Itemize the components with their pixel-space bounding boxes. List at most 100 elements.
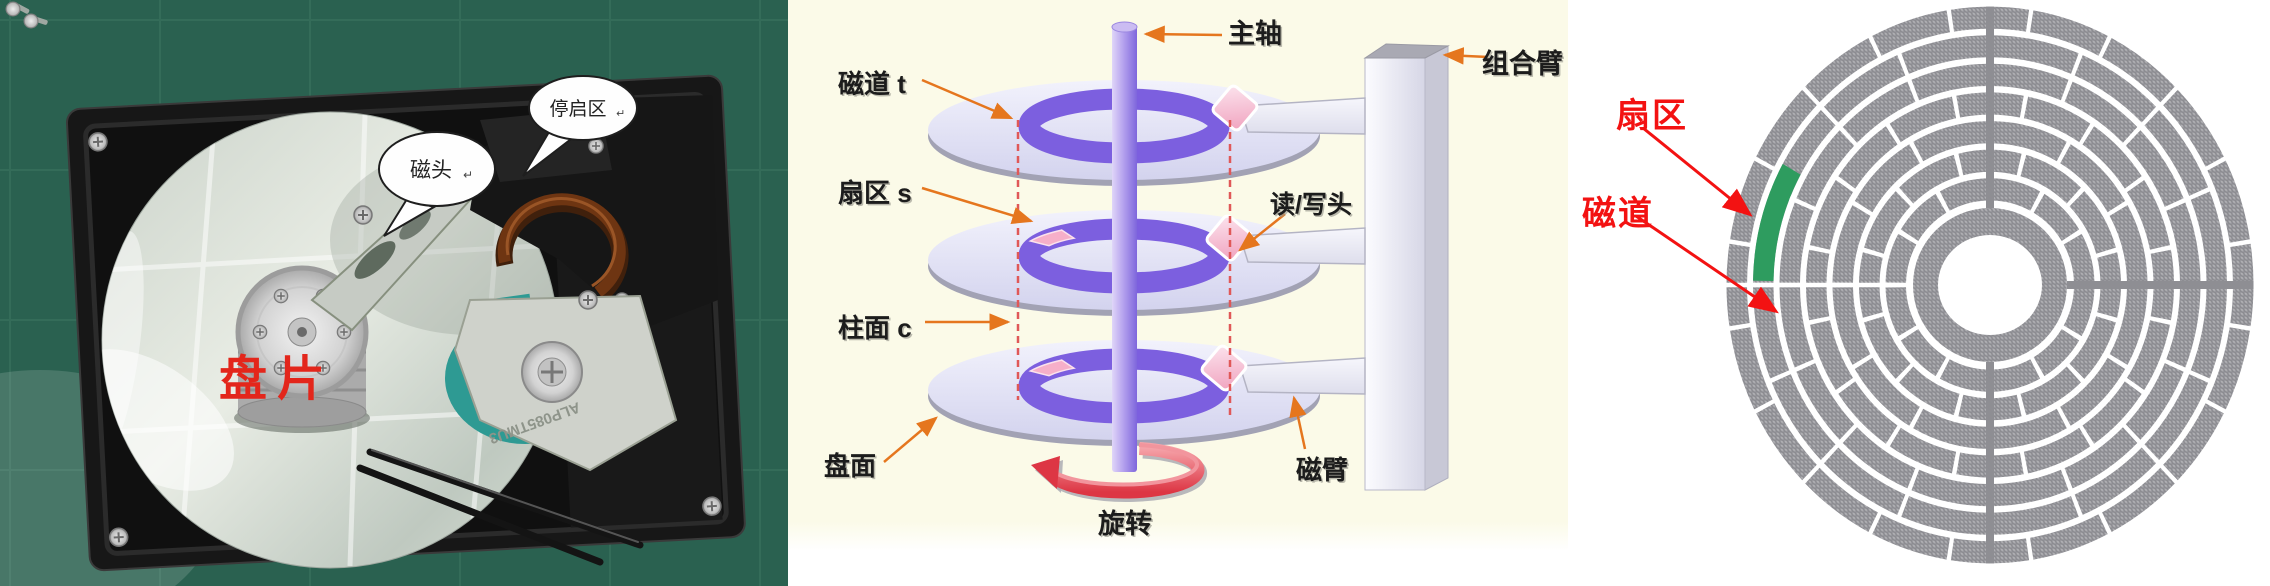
track-segment <box>2060 357 2126 426</box>
track-segment <box>1842 427 1916 489</box>
track-segment <box>1899 366 1960 416</box>
track-segment <box>1889 96 1957 143</box>
track-segment <box>1771 374 1836 460</box>
track-segment <box>1913 121 1988 162</box>
track-segment <box>1838 126 1898 189</box>
arm-slab-bottom <box>1239 357 1366 395</box>
bubble-head: 磁头 ↵ <box>378 131 496 237</box>
track-segment <box>2127 180 2170 250</box>
actuator-column <box>1363 43 1450 491</box>
track-segment <box>1864 316 1911 379</box>
hdd-photo-illustration: ALP085TMU3 <box>0 0 788 586</box>
track-segment <box>1911 469 1988 507</box>
track-segment <box>2163 89 2224 167</box>
callout-arrows <box>883 25 1489 463</box>
sector-wedge-middle <box>1028 229 1076 247</box>
track-segment <box>2074 447 2156 515</box>
disk-schematic <box>1635 6 2254 564</box>
bubble-park-zone: 停启区 ↵ <box>522 75 638 177</box>
track-segment <box>1854 144 1920 213</box>
bubble-park-zone-label: 停启区 <box>549 98 606 120</box>
track-segment <box>1832 205 1871 283</box>
track-segment <box>1913 408 1988 449</box>
bubble-head-label: 磁头 <box>410 159 452 182</box>
track-segment <box>2020 154 2081 204</box>
track-segment <box>2163 403 2224 481</box>
track-segment <box>2064 81 2138 143</box>
track-segment <box>1992 469 2069 507</box>
track-segment <box>1779 287 1814 368</box>
red-callout-arrows <box>1635 126 1779 314</box>
track-segment <box>2063 287 2095 337</box>
track-segment <box>2023 427 2091 474</box>
track-segment <box>2102 38 2175 103</box>
track-segment <box>2125 130 2184 207</box>
track-segment <box>2033 329 2080 377</box>
track-segment <box>2060 144 2126 213</box>
track-segment <box>1899 154 1960 204</box>
track-segment <box>1810 180 1853 250</box>
track-segment <box>1900 193 1947 241</box>
track-segment <box>1939 359 1988 392</box>
track-segment <box>1939 178 1988 211</box>
track-segment <box>1900 329 1947 377</box>
track-segment <box>1832 287 1871 365</box>
cylinder-dashed-lines <box>1016 120 1232 416</box>
track-segment <box>1992 63 2069 101</box>
sector-wedge-bottom <box>1028 359 1076 377</box>
track-segment <box>1838 381 1898 444</box>
track-segment <box>1885 233 1917 283</box>
track-segment <box>1889 427 1957 474</box>
track-segment <box>1796 363 1855 440</box>
sector-arrow <box>921 186 1034 224</box>
track-segment <box>2069 191 2116 254</box>
track-segment <box>2082 126 2142 189</box>
track-segment <box>2023 96 2091 143</box>
label-track-red: 磁道 <box>1582 195 1654 233</box>
track-segment <box>1911 63 1988 101</box>
arm-arrow <box>1289 395 1307 450</box>
track-segment <box>1810 320 1853 390</box>
platter-top <box>928 80 1366 186</box>
track-arrow-red <box>1635 214 1779 314</box>
track-segment <box>2166 202 2201 283</box>
track-segment <box>2144 374 2209 460</box>
spindle-arrow <box>1143 25 1223 43</box>
spindle-rod <box>1111 21 1138 472</box>
track-segment <box>2166 287 2201 368</box>
platter-bottom <box>928 340 1366 446</box>
track-segment <box>2030 10 2108 56</box>
track-segment <box>1796 130 1855 207</box>
prongs <box>356 448 644 566</box>
label-sector-red: 扇区 <box>1616 97 1688 135</box>
bubble-head-mark: ↵ <box>463 168 473 182</box>
track-segment <box>2033 193 2080 241</box>
rw-head-arrow <box>1238 213 1286 252</box>
track-segment <box>2207 327 2250 410</box>
label-cylinder: 柱面 c <box>838 313 912 343</box>
label-track: 磁道 t <box>838 69 906 99</box>
spindle-hub <box>234 265 370 433</box>
label-rw-head: 读/写头 <box>1270 191 1352 219</box>
track-segment <box>1992 408 2067 449</box>
assembly-arm-arrow <box>1442 47 1489 65</box>
track-segment <box>2064 427 2138 489</box>
track-segment <box>1992 178 2041 211</box>
disk-schematic-panel: 扇区 磁道 <box>1568 0 2270 586</box>
track-segment <box>1824 447 1906 515</box>
track-segment <box>1901 496 1988 535</box>
hub-ring <box>1913 285 2067 362</box>
surface-arrow <box>883 416 938 463</box>
rw-head-top <box>1211 84 1259 132</box>
platter-stack-diagram-panel: 磁道 t 扇区 s 柱面 c 盘面 主轴 组合臂 读/写头 磁臂 旋转 <box>788 0 1568 586</box>
label-rotation: 旋转 <box>1098 509 1152 539</box>
track-segment <box>1805 467 1878 532</box>
track-segment <box>1864 191 1911 254</box>
track-segment <box>2125 363 2184 440</box>
loose-screws <box>5 1 48 29</box>
bubble-park-zone-mark: ↵ <box>616 108 625 120</box>
track-arrow <box>921 78 1014 120</box>
track-segment <box>1842 81 1916 143</box>
track-segment <box>1824 55 1906 123</box>
track-segment <box>2144 110 2209 196</box>
